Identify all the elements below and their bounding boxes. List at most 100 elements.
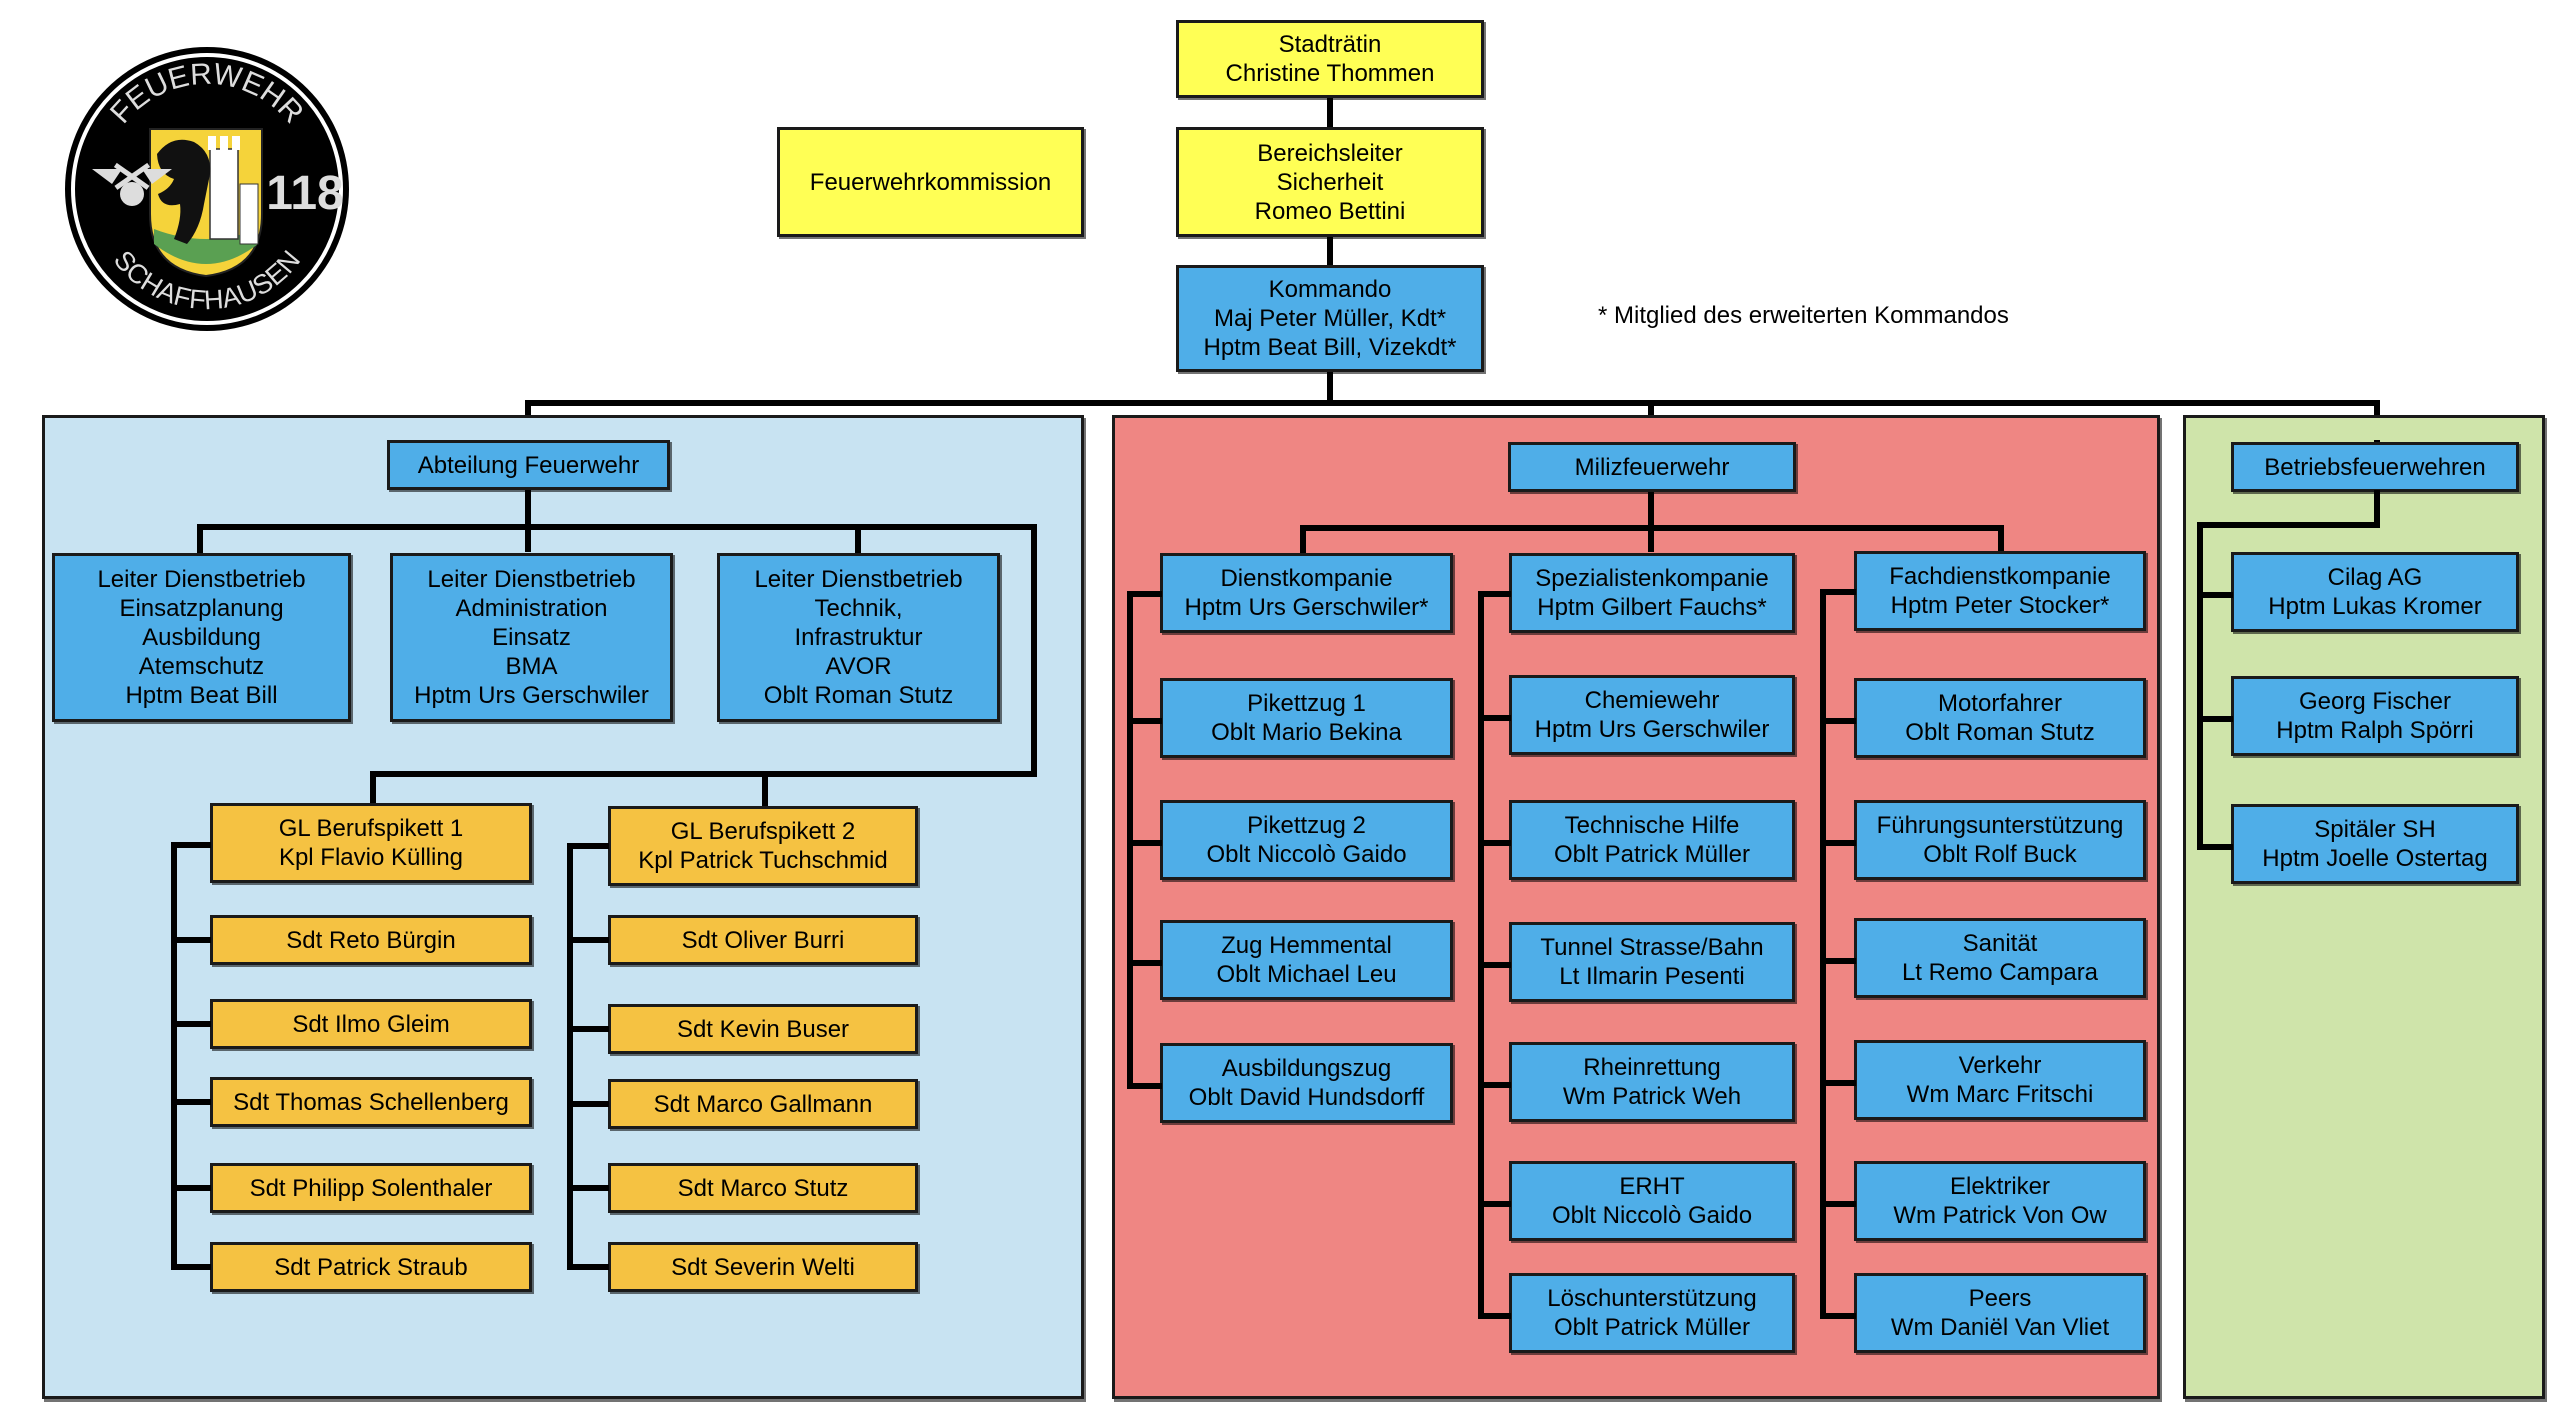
connector [1820, 1080, 1856, 1086]
fachdienstkompanie-head-box: Fachdienstkompanie Hptm Peter Stocker* [1854, 551, 2146, 631]
connector [2197, 592, 2233, 598]
connector [1820, 1201, 1856, 1207]
connector [567, 1026, 609, 1032]
spezialistenkompanie-unit-box: Löschunterstützung Oblt Patrick Müller [1509, 1273, 1795, 1353]
fachdienstkompanie-unit-box: Sanität Lt Remo Campara [1854, 918, 2146, 998]
kommando-label: Kommando Maj Peter Müller, Kdt* Hptm Bea… [1203, 276, 1457, 361]
connector [1820, 718, 1856, 724]
fachdienstkompanie-unit-box-label: Elektriker Wm Patrick Von Ow [1893, 1173, 2107, 1229]
leiter-bus-connector [197, 524, 1037, 530]
connector [171, 1021, 211, 1027]
fachdienstkompanie-unit-box: Peers Wm Daniël Van Vliet [1854, 1273, 2146, 1353]
connector [1820, 958, 1856, 964]
leiter-label: Leiter Dienstbetrieb Administration Eins… [414, 566, 649, 709]
fachdienstkompanie-unit-box-label: Motorfahrer Oblt Roman Stutz [1905, 690, 2095, 746]
leiter-label: Leiter Dienstbetrieb Einsatzplanung Ausb… [97, 566, 306, 709]
connector [1127, 840, 1162, 846]
pikett1-member-box: Sdt Ilmo Gleim [210, 999, 532, 1049]
pikett2-head-box: GL Berufspikett 2 Kpl Patrick Tuchschmid [608, 806, 918, 886]
connector [2197, 522, 2380, 528]
connector [1478, 715, 1511, 721]
fachdienstkompanie-unit-box-label: Verkehr Wm Marc Fritschi [1906, 1052, 2094, 1108]
feuerwehrkommission-box: Feuerwehrkommission [777, 127, 1084, 237]
connector [1327, 98, 1333, 128]
pikett2-member-box: Sdt Severin Welti [608, 1242, 918, 1292]
spezialistenkompanie-unit-box: Rheinrettung Wm Patrick Weh [1509, 1042, 1795, 1122]
connector [567, 845, 573, 1270]
leiter-einsatzplanung-box: Leiter Dienstbetrieb Einsatzplanung Ausb… [52, 553, 351, 722]
connector [1998, 525, 2004, 555]
connector [855, 524, 861, 554]
connector [197, 524, 203, 554]
stadtraetin-label: Stadträtin Christine Thommen [1225, 31, 1435, 87]
connector [2374, 490, 2380, 526]
fachdienstkompanie-unit-box: Verkehr Wm Marc Fritschi [1854, 1040, 2146, 1120]
shield-icon [149, 128, 263, 278]
bereichsleiter-box: Bereichsleiter Sicherheit Romeo Bettini [1176, 127, 1484, 237]
connector [1820, 589, 1856, 595]
connector [1031, 524, 1037, 776]
connector [1820, 840, 1856, 846]
pikett2-member-box-label: Sdt Kevin Buser [676, 1015, 850, 1043]
kommission-label: Feuerwehrkommission [809, 168, 1052, 196]
pikett2-member-box-label: Sdt Severin Welti [671, 1253, 855, 1281]
pikett1-member-box: Sdt Patrick Straub [210, 1242, 532, 1292]
crossed-axes-icon [92, 162, 172, 206]
pikett1-head-label: GL Berufspikett 1 Kpl Flavio Külling [278, 815, 464, 871]
connector [171, 1264, 211, 1270]
pikett1-member-box-label: Sdt Patrick Straub [274, 1253, 468, 1281]
betrieb-title: Betriebsfeuerwehren [2264, 453, 2486, 481]
bereichsleiter-label: Bereichsleiter Sicherheit Romeo Bettini [1254, 139, 1406, 225]
connector [567, 937, 609, 943]
pikett1-head-box: GL Berufspikett 1 Kpl Flavio Külling [210, 803, 532, 883]
spezialistenkompanie-head-box: Spezialistenkompanie Hptm Gilbert Fauchs… [1509, 553, 1795, 633]
betriebsfeuerwehr-box: Spitäler SH Hptm Joelle Ostertag [2231, 804, 2519, 884]
connector [2197, 522, 2203, 845]
pikett2-member-box-label: Sdt Marco Gallmann [653, 1090, 873, 1118]
dienstkompanie-unit-box: Zug Hemmental Oblt Michael Leu [1160, 920, 1453, 1000]
abteilung-title: Abteilung Feuerwehr [417, 451, 640, 479]
connector [2197, 844, 2233, 850]
connector [1127, 593, 1133, 1083]
connector [762, 771, 768, 807]
fachdienstkompanie-head-box-label: Fachdienstkompanie Hptm Peter Stocker* [1889, 563, 2111, 619]
connector [1127, 1083, 1162, 1089]
connector [1478, 591, 1511, 597]
connector [171, 845, 177, 1270]
connector [1478, 840, 1511, 846]
pikett1-member-box: Sdt Philipp Solenthaler [210, 1163, 532, 1213]
connector [1478, 593, 1484, 1313]
dienstkompanie-unit-box-label: Zug Hemmental Oblt Michael Leu [1216, 932, 1397, 988]
pikett2-member-box: Sdt Marco Stutz [608, 1163, 918, 1213]
dienstkompanie-unit-box: Ausbildungszug Oblt David Hundsdorff [1160, 1043, 1453, 1123]
fachdienstkompanie-unit-box-label: Führungsunterstützung Oblt Rolf Buck [1876, 812, 2124, 868]
spezialistenkompanie-unit-box-label: Tunnel Strasse/Bahn Lt Ilmarin Pesenti [1540, 934, 1764, 990]
connector [1820, 1313, 1856, 1319]
miliz-title: Milizfeuerwehr [1574, 453, 1730, 481]
fachdienstkompanie-unit-box-label: Peers Wm Daniël Van Vliet [1890, 1285, 2110, 1341]
pikett1-member-box-label: Sdt Ilmo Gleim [292, 1010, 450, 1038]
connector [1478, 1082, 1511, 1088]
dienstkompanie-head-box-label: Dienstkompanie Hptm Urs Gerschwiler* [1184, 565, 1429, 621]
kommando-box: Kommando Maj Peter Müller, Kdt* Hptm Bea… [1176, 265, 1484, 372]
feuerwehr-schaffhausen-logo: FEUERWEHR SCHAFFHAUSEN 118 [65, 47, 349, 331]
spezialistenkompanie-unit-box: Tunnel Strasse/Bahn Lt Ilmarin Pesenti [1509, 922, 1795, 1002]
connector [1127, 718, 1162, 724]
spezialistenkompanie-unit-box-label: Rheinrettung Wm Patrick Weh [1562, 1054, 1742, 1110]
pikett-bus-connector [370, 771, 1037, 777]
dienstkompanie-unit-box-label: Ausbildungszug Oblt David Hundsdorff [1188, 1055, 1425, 1111]
stadtraetin-box: Stadträtin Christine Thommen [1176, 20, 1484, 98]
connector [567, 1264, 609, 1270]
fachdienstkompanie-unit-box: Elektriker Wm Patrick Von Ow [1854, 1161, 2146, 1241]
leiter-administration-box: Leiter Dienstbetrieb Administration Eins… [390, 553, 673, 722]
connector [567, 1185, 609, 1191]
connector [1820, 591, 1826, 1313]
connector [1300, 525, 1306, 555]
pikett2-member-box-label: Sdt Marco Stutz [677, 1174, 849, 1202]
spezialistenkompanie-unit-box-label: Löschunterstützung Oblt Patrick Müller [1547, 1285, 1757, 1341]
betriebsfeuerwehr-box-label: Cilag AG Hptm Lukas Kromer [2268, 564, 2482, 620]
kompanie-bus-connector [1300, 525, 2004, 531]
pikett2-member-box-label: Sdt Oliver Burri [681, 926, 845, 954]
connector [1478, 962, 1511, 968]
dienstkompanie-head-box: Dienstkompanie Hptm Urs Gerschwiler* [1160, 553, 1453, 633]
